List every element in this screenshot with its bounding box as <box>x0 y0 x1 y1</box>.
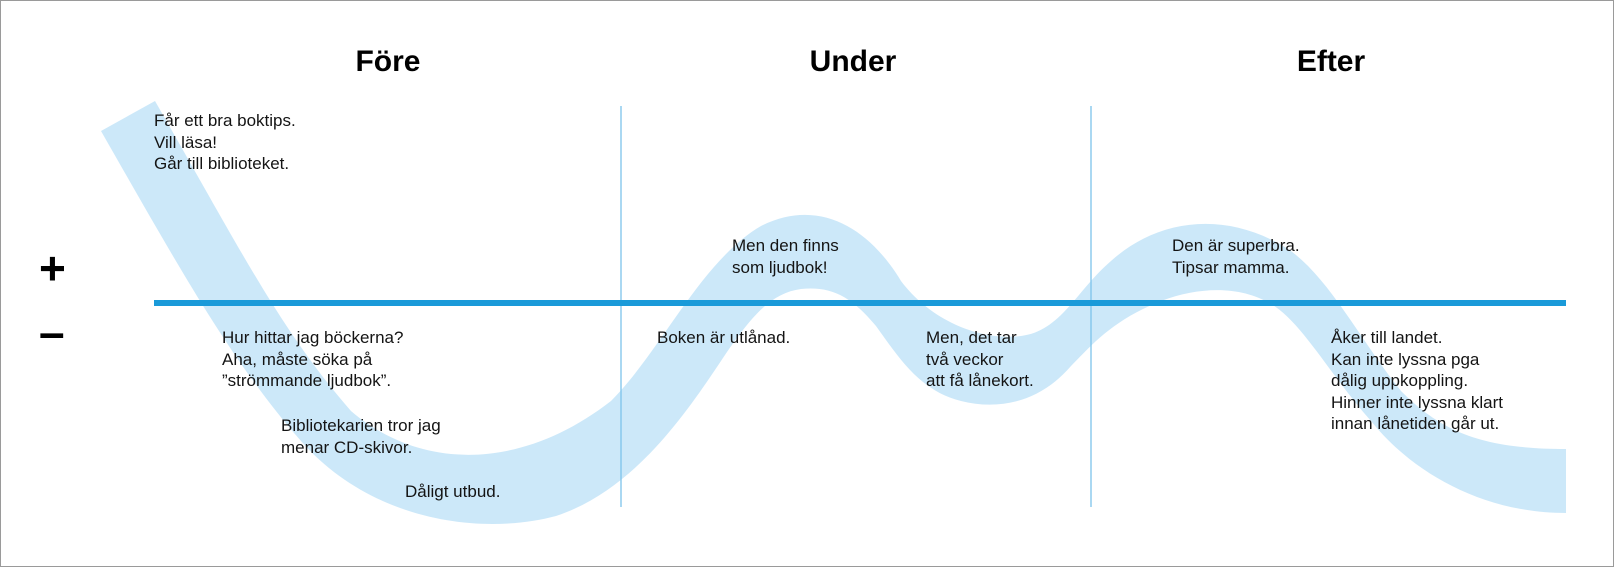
note-daligt-utbud: Dåligt utbud. <box>405 482 501 501</box>
note-aker-till-landet: Åker till landet. Kan inte lyssna pga då… <box>1331 328 1503 433</box>
note-boken-utlanad: Boken är utlånad. <box>657 328 791 347</box>
note-ljudbok: Men den finns som ljudbok! <box>732 236 839 277</box>
note-bibliotekarien: Bibliotekarien tror jag menar CD-skivor. <box>281 416 441 457</box>
phase-title-fore: Före <box>355 45 421 78</box>
phase-title-under: Under <box>809 45 897 78</box>
positive-sign: + <box>39 242 66 294</box>
phase-title-efter: Efter <box>1296 45 1366 78</box>
note-hitta-bocker: Hur hittar jag böckerna? Aha, måste söka… <box>222 328 404 390</box>
note-boktips: Får ett bra boktips. Vill läsa! Går till… <box>154 111 296 173</box>
note-superbra: Den är superbra. Tipsar mamma. <box>1172 236 1300 277</box>
emotion-ribbon <box>101 101 1566 524</box>
negative-sign: – <box>39 306 65 358</box>
note-lanekort: Men, det tar två veckor att få lånekort. <box>926 328 1034 390</box>
